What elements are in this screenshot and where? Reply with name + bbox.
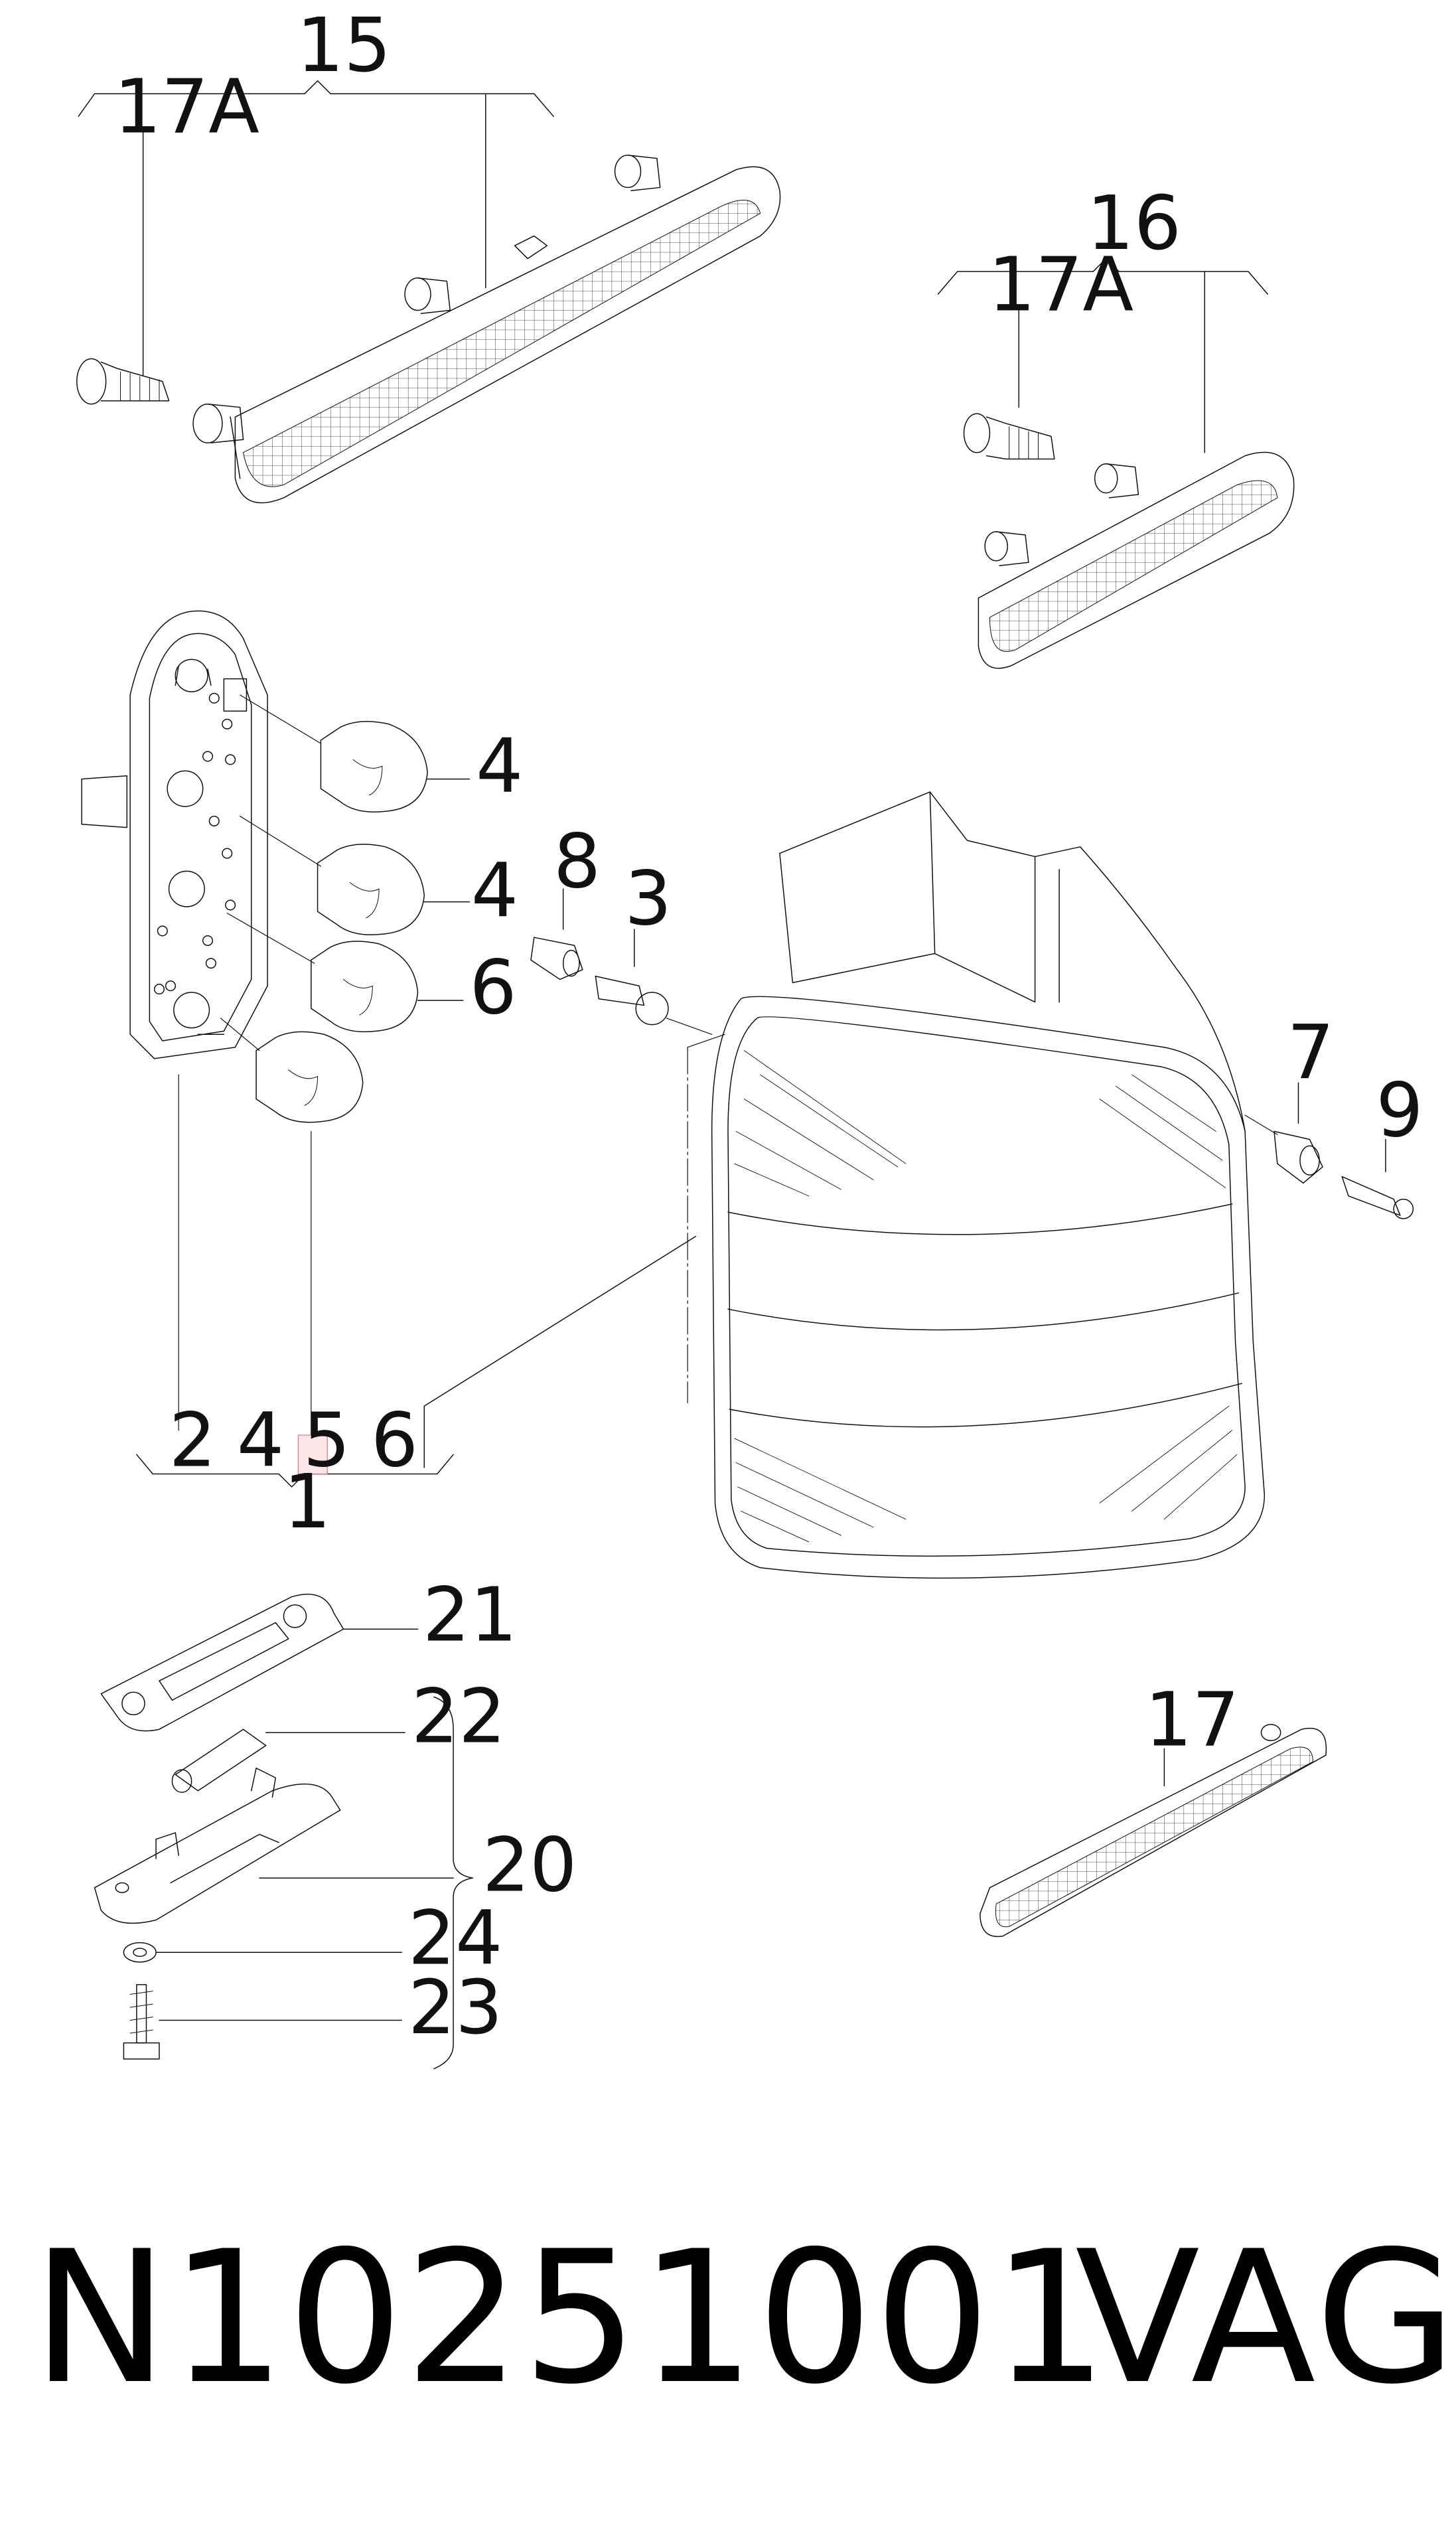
label-17a: 17A	[988, 242, 1133, 328]
bulb-carrier	[82, 611, 267, 1058]
label-16: 16	[1087, 181, 1182, 267]
part-number: N10251001	[32, 2212, 1110, 2424]
label-4: 4	[237, 1397, 284, 1484]
label-1: 1	[283, 1459, 330, 1545]
marker-light-16	[938, 259, 1294, 668]
bulb-socket	[405, 278, 450, 314]
label-24: 24	[408, 1895, 503, 1981]
label-23: 23	[408, 1965, 503, 2051]
screw-23	[123, 1985, 401, 2059]
clip-7	[1245, 1083, 1323, 1183]
label-7: 7	[1287, 1010, 1334, 1096]
label-4: 4	[471, 848, 518, 935]
label-6: 6	[371, 1397, 418, 1484]
bulb-4-upper	[240, 695, 470, 812]
license-light-group-20	[95, 1594, 473, 2069]
label-15: 15	[297, 3, 392, 89]
label-17: 17	[1145, 1677, 1240, 1764]
clip-8	[531, 889, 583, 979]
label-3: 3	[624, 856, 672, 943]
label-4: 4	[476, 724, 523, 810]
bulb-socket	[193, 404, 243, 443]
label-9: 9	[1376, 1068, 1423, 1154]
bulb-5	[220, 1018, 362, 1435]
label-20: 20	[482, 1823, 577, 1909]
group-1-bracket	[137, 1075, 695, 1487]
label-6: 6	[469, 945, 516, 1032]
bulb-socket	[615, 155, 660, 191]
marker-strip-17	[980, 1725, 1327, 1936]
screw-9	[1342, 1140, 1413, 1219]
bulb-socket-3	[595, 929, 711, 1034]
washer-24	[123, 1943, 401, 1962]
label-22: 22	[411, 1674, 506, 1760]
brake-light-15	[77, 81, 780, 503]
gasket-21	[101, 1594, 417, 1731]
lamp-housing	[95, 1768, 454, 1924]
bulb-6	[227, 913, 463, 1032]
label-21: 21	[423, 1572, 518, 1658]
label-17a: 17A	[114, 64, 259, 151]
screw-17a	[77, 359, 169, 404]
brand-name: VAG	[1075, 2212, 1456, 2424]
highlight-box	[298, 1435, 327, 1474]
tail-light-housing	[688, 792, 1264, 1578]
callout-labels: 15 17A 16 17A 4 4 6 8 3 7 9 2 4 5 6 1 21…	[114, 3, 1423, 2051]
screw-17a	[964, 414, 1054, 459]
label-8: 8	[553, 819, 601, 905]
bulb-22	[172, 1729, 405, 1792]
bulb-4-lower	[240, 816, 470, 935]
label-5: 5	[303, 1397, 350, 1484]
exploded-parts-diagram: 15 17A 16 17A 4 4 6 8 3 7 9 2 4 5 6 1 21…	[0, 3, 1423, 2230]
label-2: 2	[169, 1397, 216, 1484]
